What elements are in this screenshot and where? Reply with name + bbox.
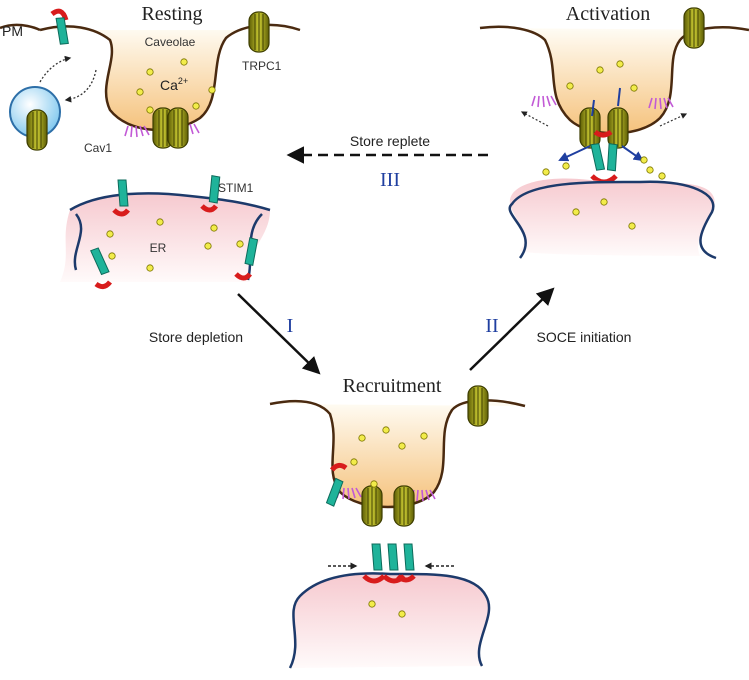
er-label: ER	[150, 241, 167, 255]
resting-er: STIM1 ER	[60, 175, 271, 290]
recruitment-panel: Recruitment	[269, 375, 526, 669]
activation-title: Activation	[566, 3, 650, 25]
pm-label: PM	[2, 23, 23, 39]
activation-panel: Activation	[479, 3, 749, 260]
resting-pm-stim	[50, 8, 69, 45]
step-iii-label: III	[380, 169, 400, 191]
step-i-label: I	[287, 315, 294, 337]
transition-arrows: Store replete III Store depletion I SOCE…	[149, 133, 632, 375]
trpc1-label: TRPC1	[242, 59, 282, 73]
step-ii-label: II	[485, 315, 498, 337]
store-replete-label: Store replete	[350, 133, 430, 149]
vesicle-cycle-arrow-down	[64, 69, 97, 103]
soce-initiation-arrow	[469, 287, 555, 371]
caveolae-label: Caveolae	[145, 35, 196, 49]
vesicle	[9, 86, 61, 151]
store-depletion-arrow	[237, 293, 321, 375]
ca-label: Ca2+	[160, 76, 188, 93]
store-depletion-label: Store depletion	[149, 329, 243, 345]
resting-title: Resting	[141, 3, 202, 25]
vesicle-cycle-arrow-up	[39, 55, 72, 83]
soce-initiation-label: SOCE initiation	[537, 329, 632, 345]
stim1-label: STIM1	[218, 181, 254, 195]
recruitment-title: Recruitment	[343, 375, 442, 397]
cav1-label: Cav1	[84, 141, 112, 155]
resting-panel: Resting PM Caveolae Ca2+ TRPC1 Cav1	[0, 3, 301, 155]
